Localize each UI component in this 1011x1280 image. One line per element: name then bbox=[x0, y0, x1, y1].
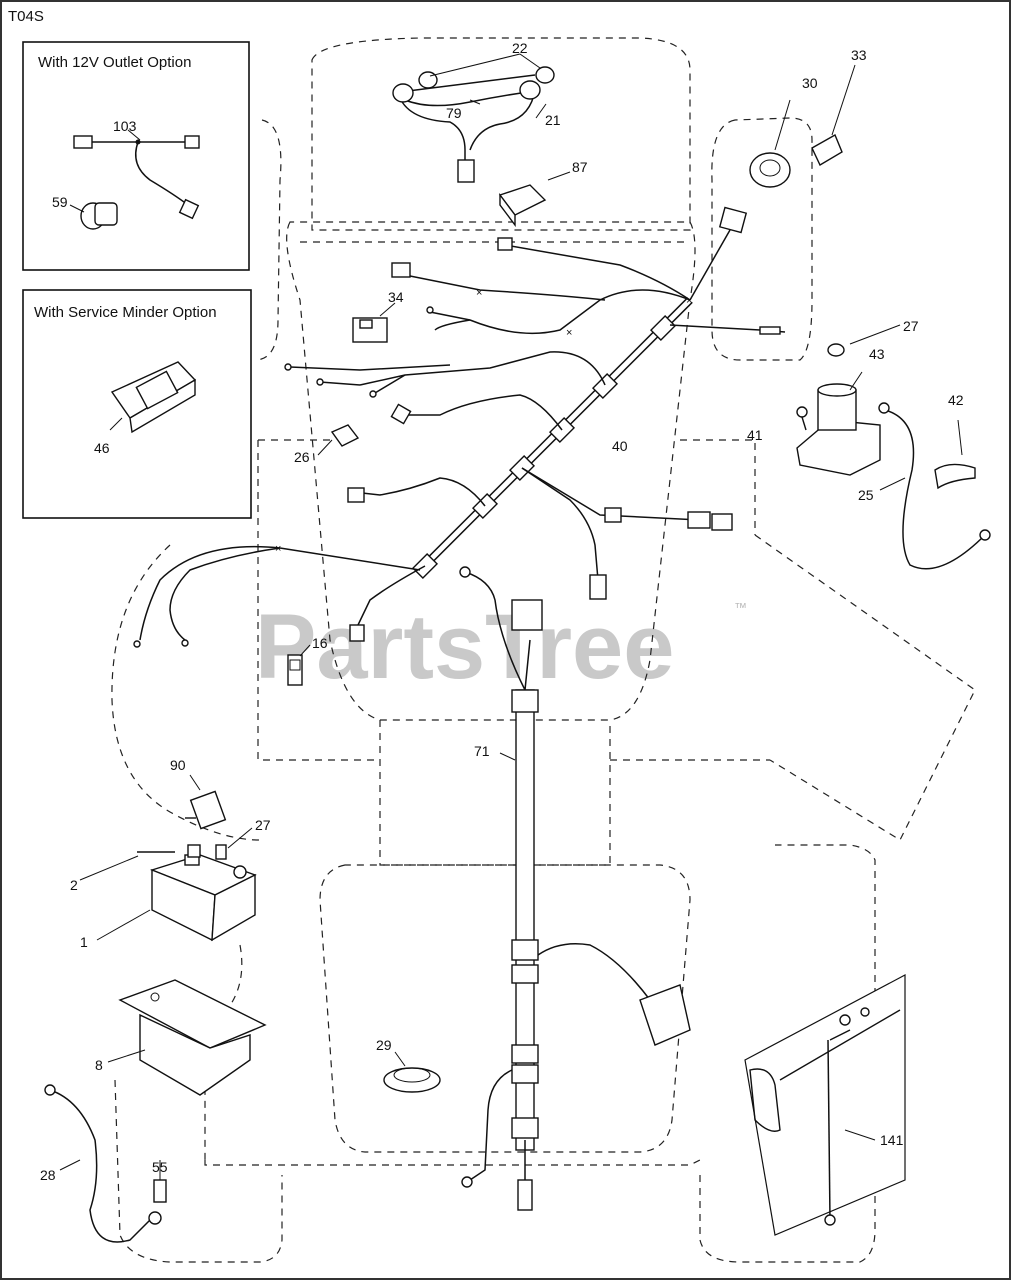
callout-71: 71 bbox=[474, 743, 490, 759]
part-25-cable bbox=[878, 402, 991, 570]
part-42-boot bbox=[934, 419, 976, 490]
part-27-nut-bottom bbox=[215, 827, 253, 860]
svg-text:×: × bbox=[566, 327, 572, 339]
part-43-solenoid bbox=[796, 371, 881, 476]
callout-27-bottom: 27 bbox=[255, 817, 271, 833]
part-27-washer-top bbox=[827, 324, 901, 357]
callout-46: 46 bbox=[94, 440, 110, 456]
part-8-battery-tray bbox=[107, 979, 267, 1096]
callout-2: 2 bbox=[70, 877, 78, 893]
callout-28: 28 bbox=[40, 1167, 56, 1183]
part-90-connector bbox=[185, 774, 227, 830]
part-30-ignition-switch bbox=[749, 99, 791, 188]
harness-71 bbox=[459, 566, 691, 1211]
callout-90: 90 bbox=[170, 757, 186, 773]
part-87-relay bbox=[498, 171, 571, 228]
callout-33: 33 bbox=[851, 47, 867, 63]
svg-text:×: × bbox=[275, 543, 281, 555]
callout-26: 26 bbox=[294, 449, 310, 465]
callout-55: 55 bbox=[152, 1159, 168, 1175]
callout-22: 22 bbox=[512, 40, 528, 56]
part-29-grommet bbox=[383, 1051, 441, 1093]
option-title-service-minder: With Service Minder Option bbox=[34, 304, 217, 321]
callout-59: 59 bbox=[52, 194, 68, 210]
part-26-fuse bbox=[317, 424, 360, 456]
callout-34: 34 bbox=[388, 289, 404, 305]
svg-text:×: × bbox=[686, 295, 692, 307]
callout-40: 40 bbox=[612, 438, 628, 454]
callout-1: 1 bbox=[80, 934, 88, 950]
callouts: 1 2 8 16 21 22 25 26 27 27 28 29 30 33 3… bbox=[40, 40, 964, 1183]
headlight-harness bbox=[392, 53, 555, 183]
part-1-battery bbox=[96, 854, 257, 942]
callout-41: 41 bbox=[747, 427, 763, 443]
callout-27-top: 27 bbox=[903, 318, 919, 334]
diagram-id: T04S bbox=[8, 8, 44, 25]
callout-87: 87 bbox=[572, 159, 588, 175]
callout-16: 16 bbox=[312, 635, 328, 651]
callout-42: 42 bbox=[948, 392, 964, 408]
part-141-bracket bbox=[744, 974, 906, 1236]
watermark: PartsTree bbox=[255, 596, 674, 698]
part-2-bolt bbox=[79, 844, 201, 881]
callout-43: 43 bbox=[869, 346, 885, 362]
callout-21: 21 bbox=[545, 112, 561, 128]
callout-29: 29 bbox=[376, 1037, 392, 1053]
callout-141: 141 bbox=[880, 1132, 904, 1148]
part-34-switch bbox=[352, 302, 396, 343]
callout-30: 30 bbox=[802, 75, 818, 91]
main-harness-40: × × × × bbox=[133, 206, 786, 648]
part-28-cable bbox=[44, 1084, 162, 1243]
part-41-bolt bbox=[796, 406, 808, 431]
part-33-key bbox=[811, 64, 856, 166]
watermark-trademark: ™ bbox=[734, 600, 747, 615]
callout-79: 79 bbox=[446, 105, 462, 121]
svg-text:×: × bbox=[476, 287, 482, 299]
callout-8: 8 bbox=[95, 1057, 103, 1073]
callout-25: 25 bbox=[858, 487, 874, 503]
callout-103: 103 bbox=[113, 118, 137, 134]
part-55-hardware bbox=[153, 1160, 167, 1203]
option-title-12v-outlet: With 12V Outlet Option bbox=[38, 54, 191, 71]
part-16-switch bbox=[287, 644, 311, 686]
option-box-service-minder: With Service Minder Option bbox=[22, 289, 252, 519]
option-box-12v-outlet: With 12V Outlet Option bbox=[22, 41, 250, 271]
